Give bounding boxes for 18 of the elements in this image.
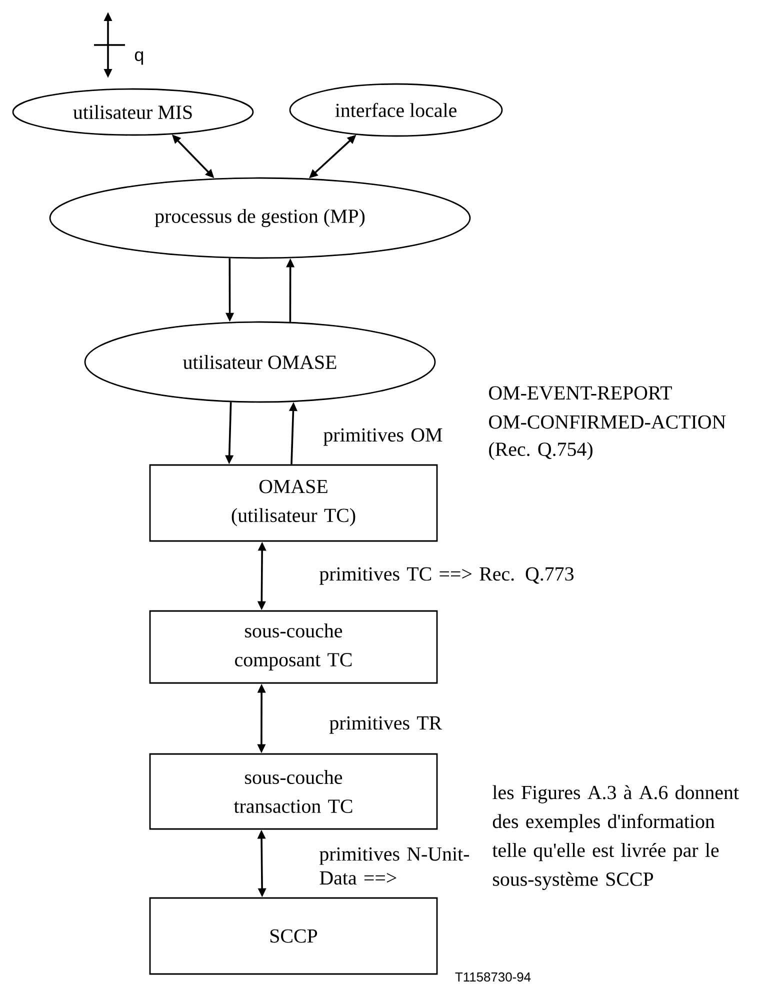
process-box: SCCP (149, 897, 438, 975)
edge-label: primitives N-Unit-Data ==> (320, 847, 470, 885)
edge-label: primitives TC ==> Rec. Q.773 (320, 567, 574, 585)
edge-label: primitives TR (330, 716, 442, 734)
note-text: les Figures A.3 à A.6 donnent des exemples d'information telle qu'elle est livrée par le sous-système SCCP (492, 785, 739, 890)
ellipse-node: utilisateur MIS (12, 88, 254, 136)
process-box: sous-couche transaction TC (149, 753, 438, 830)
note-text: (Rec. Q.754) (489, 442, 592, 460)
interface-label: q (134, 51, 144, 65)
ellipse-node: interface locale (289, 83, 503, 137)
process-box: OMASE (utilisateur TC) (149, 464, 438, 542)
process-box: sous-couche composant TC (149, 610, 438, 684)
figure-code: T1158730-94 (455, 972, 531, 982)
edge-label: primitives OM (324, 428, 442, 446)
ellipse-node: processus de gestion (MP) (49, 177, 471, 259)
ellipse-node: utilisateur OMASE (84, 321, 436, 403)
note-text: OM-EVENT-REPORT (489, 386, 672, 400)
note-text: OM-CONFIRMED-ACTION (489, 415, 726, 429)
